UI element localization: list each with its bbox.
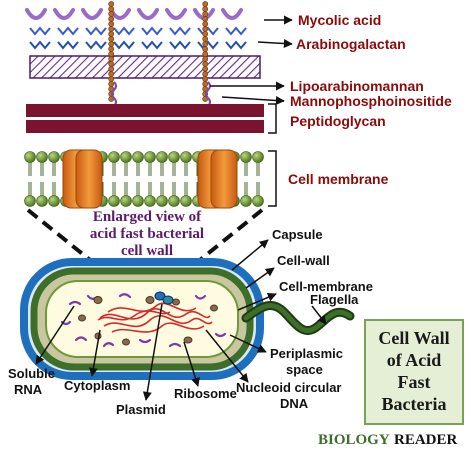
svg-text:Enlarged view of: Enlarged view of	[93, 209, 202, 225]
membrane-protein-right	[197, 149, 238, 209]
membrane-protein-left	[62, 149, 103, 209]
enlarged-view-caption: Enlarged view of acid fast bacterial cel…	[90, 209, 204, 259]
cytoplasm	[45, 280, 239, 358]
label-cell-wall: Cell-wall	[277, 253, 330, 268]
plasmid	[154, 291, 174, 305]
svg-text:Fast: Fast	[398, 372, 431, 392]
svg-text:BIOLOGY: BIOLOGY	[318, 432, 390, 448]
label-mycolic-acid: Mycolic acid	[298, 12, 381, 28]
label-periplasmic-space-2: space	[286, 362, 323, 377]
cell-label-connectors	[35, 239, 327, 401]
label-cell-membrane: Cell membrane	[288, 171, 389, 187]
arabinogalactan-hatched-band	[29, 55, 261, 79]
brand-logo: BIOLOGY READER	[318, 432, 458, 448]
svg-text:cell wall: cell wall	[121, 243, 173, 259]
label-flagella: Flagella	[310, 292, 359, 307]
svg-text:of Acid: of Acid	[387, 350, 442, 370]
label-peptidoglycan: Peptidoglycan	[290, 113, 386, 129]
bacterial-cell	[20, 258, 264, 380]
svg-text:Bacteria: Bacteria	[382, 394, 447, 414]
svg-text:acid fast bacterial: acid fast bacterial	[90, 226, 204, 242]
mycolic-acid-layer	[25, 8, 243, 20]
svg-text:READER: READER	[394, 432, 458, 448]
arabinogalactan-layer	[29, 26, 247, 50]
label-nucleoid-1: Nucleoid circular	[236, 380, 341, 395]
label-periplasmic-space-1: Periplasmic	[270, 346, 343, 361]
label-ribosome: Ribosome	[174, 386, 237, 401]
label-soluble-rna-1: Soluble	[8, 366, 55, 381]
svg-text:Cell Wall: Cell Wall	[378, 328, 449, 348]
peptidoglycan-layer	[26, 104, 264, 133]
label-plasmid: Plasmid	[116, 402, 166, 417]
title-box: Cell Wall of Acid Fast Bacteria	[364, 319, 464, 425]
cell-membrane-bilayer	[24, 149, 264, 209]
label-arabinogalactan: Arabinogalactan	[296, 36, 406, 52]
label-cell-membrane-bottom: Cell-membrane	[279, 279, 373, 294]
label-capsule: Capsule	[272, 227, 323, 242]
label-mannophosphoinositide: Mannophosphoinositide	[290, 93, 452, 109]
ribosomes	[78, 296, 218, 346]
label-cytoplasm: Cytoplasm	[64, 378, 130, 393]
mannophosphoinositide-coils	[111, 81, 211, 107]
label-nucleoid-2: DNA	[280, 396, 309, 411]
label-lipoarabinomannan: Lipoarabinomannan	[290, 78, 424, 94]
label-soluble-rna-2: RNA	[14, 382, 43, 397]
layer-label-connectors	[210, 15, 293, 207]
